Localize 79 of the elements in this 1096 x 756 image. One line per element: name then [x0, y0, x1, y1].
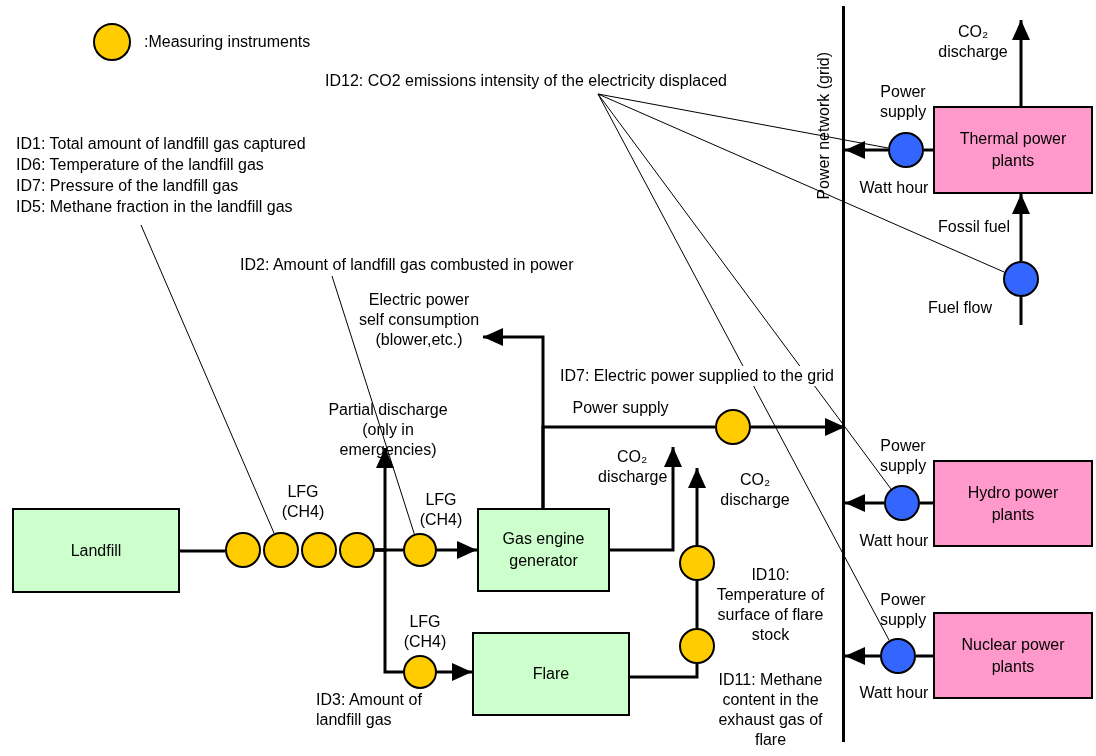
annotation-text: ID6: Temperature of the landfill gas — [16, 155, 265, 175]
annotation-text: ID5: Methane fraction in the landfill gas — [16, 197, 294, 217]
meter-circle — [1003, 261, 1039, 297]
power-plant-box — [933, 106, 1093, 194]
leader-line — [331, 275, 415, 535]
instrument-circle — [263, 532, 299, 568]
annotation-text: ID7: Pressure of the landfill gas — [16, 176, 240, 196]
power-plant-box — [933, 612, 1093, 699]
pipe-line — [924, 148, 933, 152]
flow-arrow — [437, 541, 477, 559]
meter-circle — [884, 485, 920, 521]
box-label: Hydro power plants — [966, 482, 1060, 525]
flow-arrow — [751, 418, 845, 436]
process-box — [472, 632, 630, 716]
measurement-note: ID3: Amount of landfill gas — [316, 690, 423, 730]
bus-label: Power network (grid) — [814, 52, 833, 200]
box-label: Gas engine generator — [501, 529, 586, 571]
gas-label: LFG (CH4) — [418, 490, 464, 530]
instrument-circle — [403, 533, 437, 567]
box-label: Landfill — [69, 540, 123, 561]
measurement-note: ID11: Methane content in the exhaust gas of flare — [717, 670, 824, 750]
meter-label: Fuel flow — [927, 298, 993, 318]
instrument-circle — [339, 532, 375, 568]
annotation-text: ID2: Amount of landfill gas combusted in power — [240, 255, 575, 275]
flow-label: Electric power self consumption (blower,etc.) — [357, 290, 481, 350]
pipe-line — [630, 664, 699, 679]
legend-text: :Measuring instruments — [144, 32, 311, 52]
flow-arrow — [845, 647, 880, 665]
pipe-line — [180, 549, 226, 553]
flow-arrow — [1012, 20, 1030, 106]
flow-arrow — [437, 663, 472, 681]
measurement-note: ID7: Electric power supplied to the grid — [560, 366, 834, 386]
edge-label: Power supply — [571, 398, 670, 418]
leader-line — [597, 93, 890, 641]
leader-line — [597, 93, 1005, 273]
process-box — [477, 508, 610, 592]
gas-label: LFG (CH4) — [280, 482, 326, 522]
instrument-circle — [301, 532, 337, 568]
edge-label: Fossil fuel — [937, 217, 1011, 237]
leader-line — [140, 224, 275, 534]
pipe-line — [695, 581, 699, 628]
flow-arrow — [845, 141, 888, 159]
process-box — [12, 508, 180, 593]
meter-circle — [880, 638, 916, 674]
flow-arrow — [1012, 194, 1030, 261]
flow-arrow — [845, 494, 884, 512]
meter-label: Watt hour — [858, 531, 930, 551]
power-plant-box — [933, 460, 1093, 547]
gas-label: LFG (CH4) — [402, 612, 448, 652]
annotation-text: ID12: CO2 emissions intensity of the electricity displaced — [325, 71, 728, 91]
instrument-circle — [715, 409, 751, 445]
pipe-line — [541, 425, 715, 508]
flow-arrow — [375, 448, 394, 552]
flow-label: CO₂ discharge — [598, 447, 666, 487]
instrument-circle — [225, 532, 261, 568]
flow-label: Power supply — [878, 82, 928, 122]
flow-label: Power supply — [878, 590, 928, 630]
meter-label: Watt hour — [858, 178, 930, 198]
box-label: Flare — [531, 664, 571, 684]
instrument-circle — [679, 628, 715, 664]
box-label: Nuclear power plants — [960, 634, 1066, 677]
pipe-line — [916, 654, 933, 658]
leader-line — [597, 93, 889, 149]
flow-arrow — [688, 468, 706, 545]
measurement-note: ID10: Temperature of surface of flare stock — [715, 565, 826, 645]
meter-label: Watt hour — [858, 683, 930, 703]
leader-line — [597, 93, 892, 490]
meter-circle — [888, 132, 924, 168]
flow-label: Power supply — [878, 436, 928, 476]
annotation-text: ID1: Total amount of landfill gas captured — [16, 134, 307, 154]
flow-arrow — [610, 447, 682, 552]
flow-label: CO₂ discharge — [719, 470, 791, 510]
pipe-line — [920, 501, 933, 505]
instrument-circle — [403, 655, 437, 689]
box-label: Thermal power plants — [958, 129, 1068, 171]
pipe-line — [1019, 297, 1023, 325]
flow-label: CO₂ discharge — [937, 22, 1009, 62]
instrument-circle — [679, 545, 715, 581]
pipe-line — [375, 548, 403, 674]
